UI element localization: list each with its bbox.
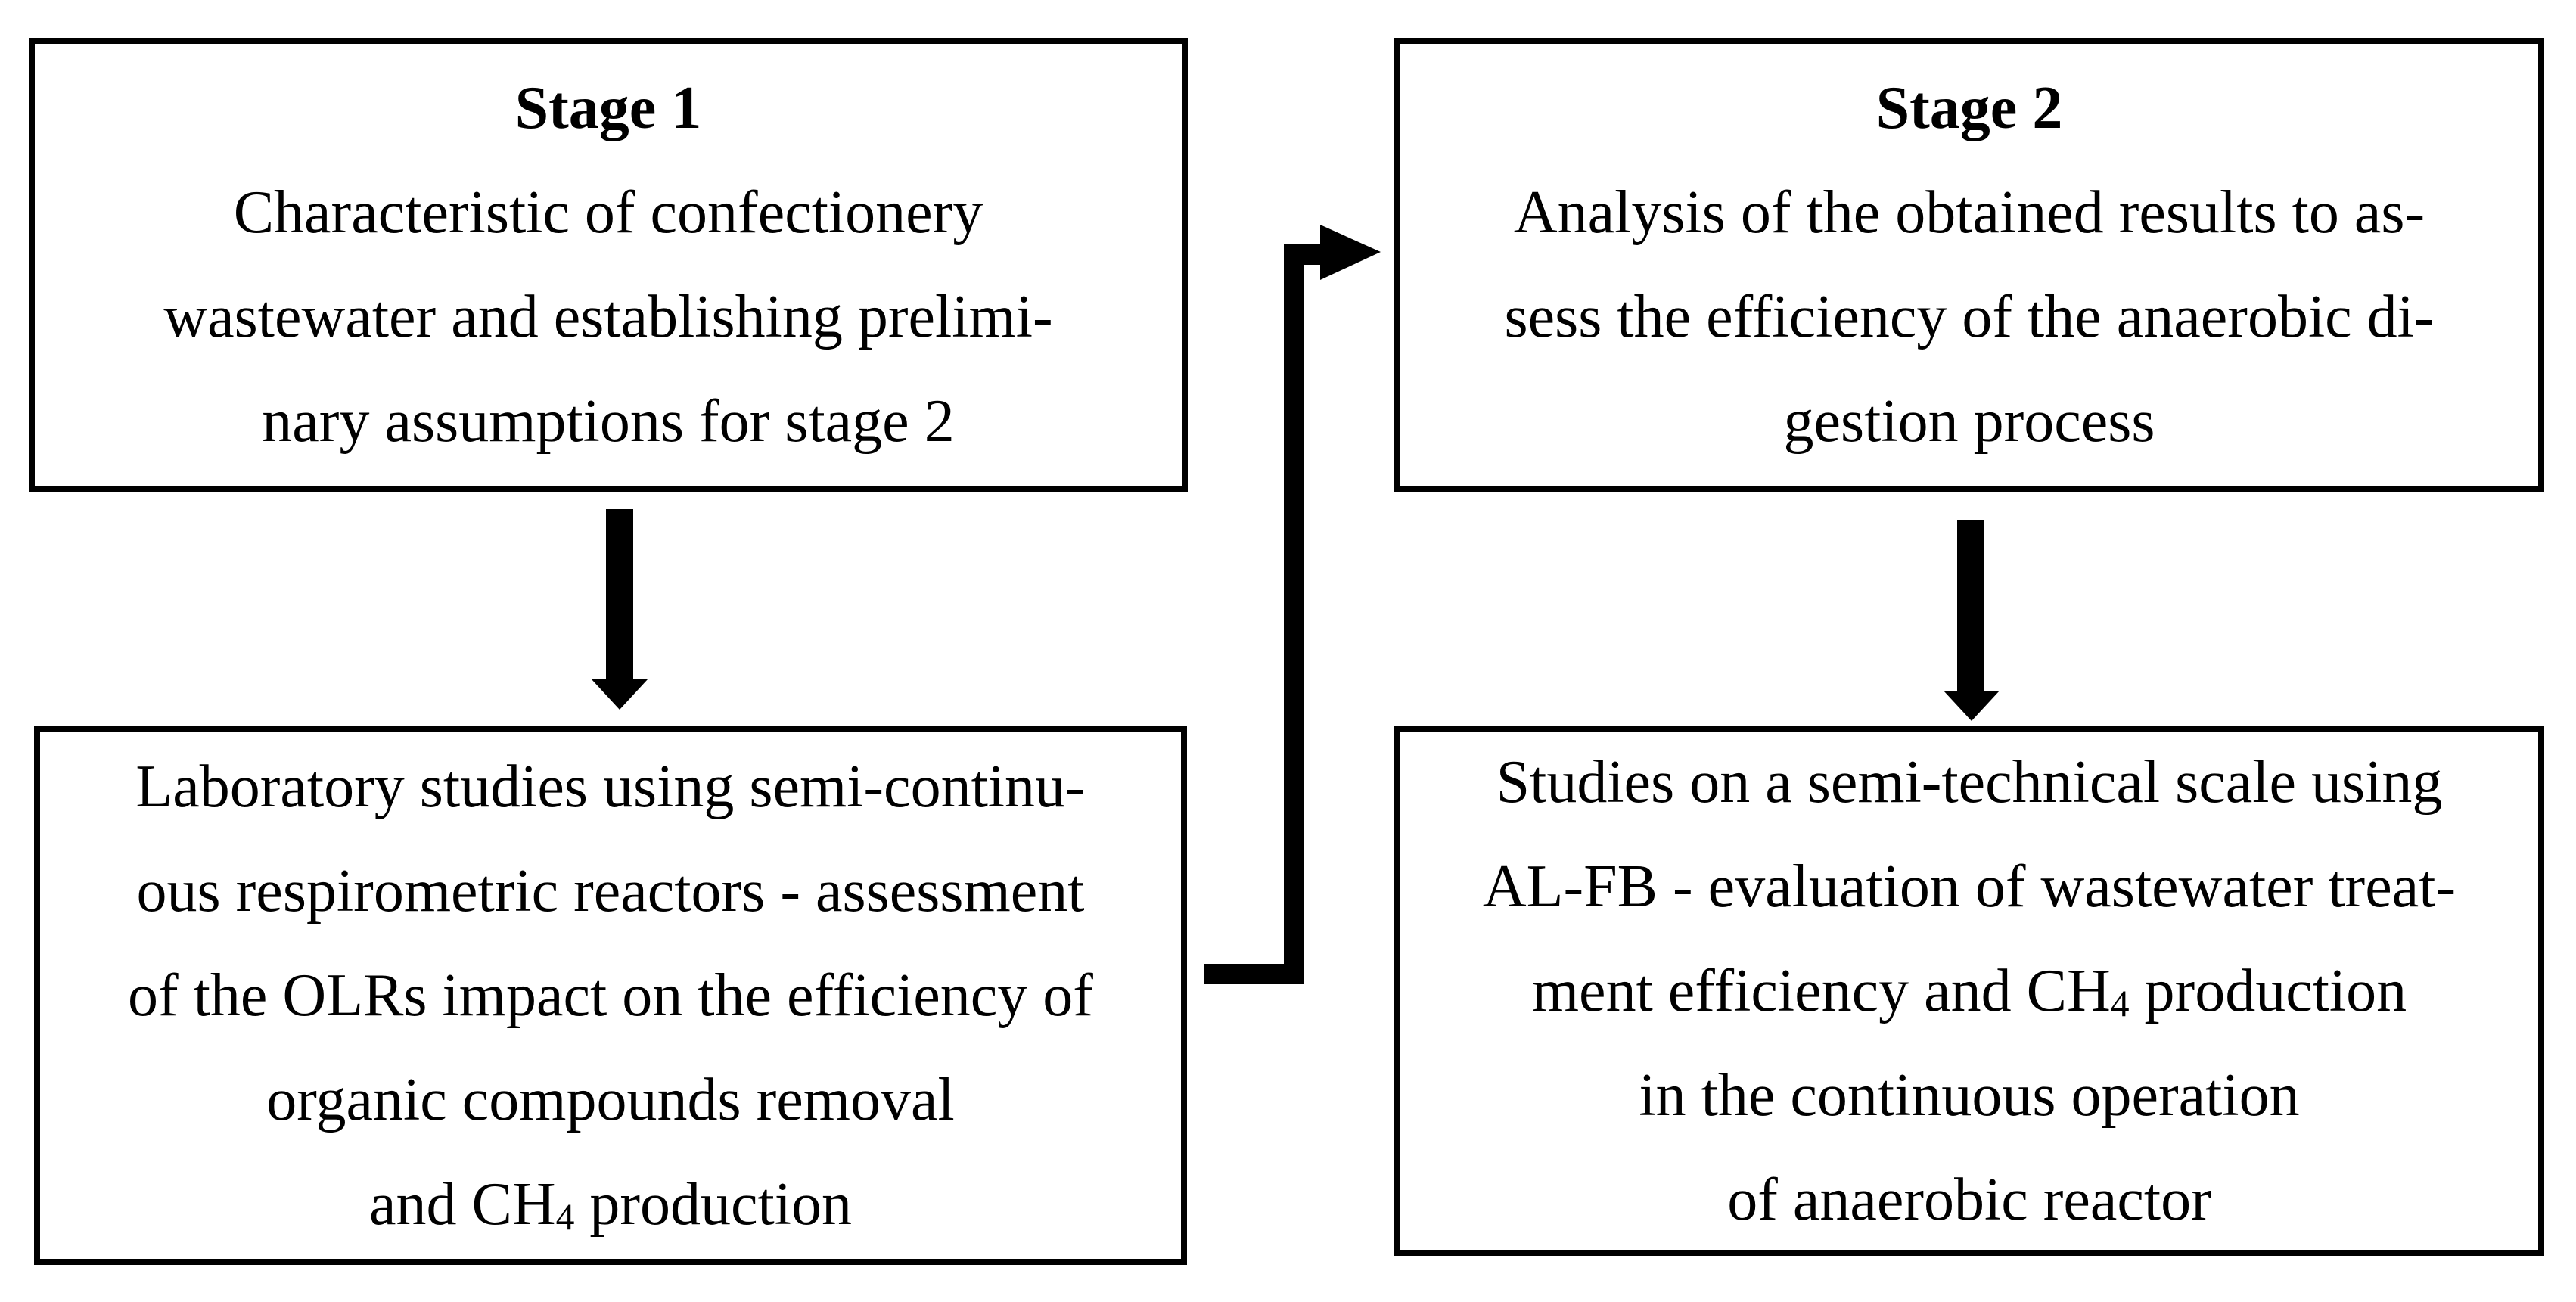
stage1-lab-text-line: ous respirometric reactors - assessment [136,858,1085,924]
stage2-semitech-text-line: AL-FB - evaluation of wastewater treat- [1482,853,2456,920]
stage1-description-box: Stage 1 Characteristic of confectionery … [29,38,1188,492]
down-arrow-head-icon [1944,691,2000,721]
ch4-subscript: 4 [2110,983,2130,1025]
ch4-subscript: 4 [555,1196,575,1238]
ch4-pre-text: and CH [368,1171,556,1238]
stage1-lab-text-line-ch4: and CH4 production [369,1152,852,1257]
ch4-post-text: production [574,1171,853,1238]
stage1-text-line: nary assumptions for stage 2 [262,388,955,455]
stage1-text-line: Characteristic of confectionery [233,179,983,246]
stage1-title: Stage 1 [514,75,702,141]
stage2-text-line: sess the efficiency of the anaerobic di- [1504,284,2435,350]
stage1-laboratory-studies-box: Laboratory studies using semi-continu- o… [34,726,1187,1265]
stage2-title: Stage 2 [1875,75,2063,141]
ch4-post-text: production [2129,958,2407,1024]
stage1-lab-text-line: organic compounds removal [266,1067,955,1133]
stage2-text-line: Analysis of the obtained results to as- [1513,179,2425,246]
stage2-semitech-text-line: Studies on a semi-technical scale using [1496,749,2443,816]
right-arrow-head-icon [1320,225,1381,280]
elbow-connector-vertical-segment [1284,244,1304,984]
stage2-semi-technical-box: Studies on a semi-technical scale using … [1394,726,2544,1256]
stage1-text-line: wastewater and establishing prelimi- [163,284,1053,350]
stage2-semitech-text-line-ch4: ment efficiency and CH4 production [1532,939,2407,1043]
down-arrow-shaft-stage1 [606,509,633,679]
down-arrow-shaft-stage2 [1957,520,1984,691]
stage2-semitech-text-line: of anaerobic reactor [1727,1167,2211,1233]
stage2-description-box: Stage 2 Analysis of the obtained results… [1394,38,2544,492]
stage2-semitech-text-line: in the continuous operation [1639,1062,2300,1129]
elbow-connector-top-segment [1284,244,1320,265]
stage1-lab-text-line: of the OLRs impact on the efficiency of [128,962,1093,1029]
stage2-text-line: gestion process [1783,388,2155,455]
stage1-lab-text-line: Laboratory studies using semi-continu- [135,754,1086,820]
ch4-pre-text: ment efficiency and CH [1531,958,2111,1024]
down-arrow-head-icon [592,679,648,710]
